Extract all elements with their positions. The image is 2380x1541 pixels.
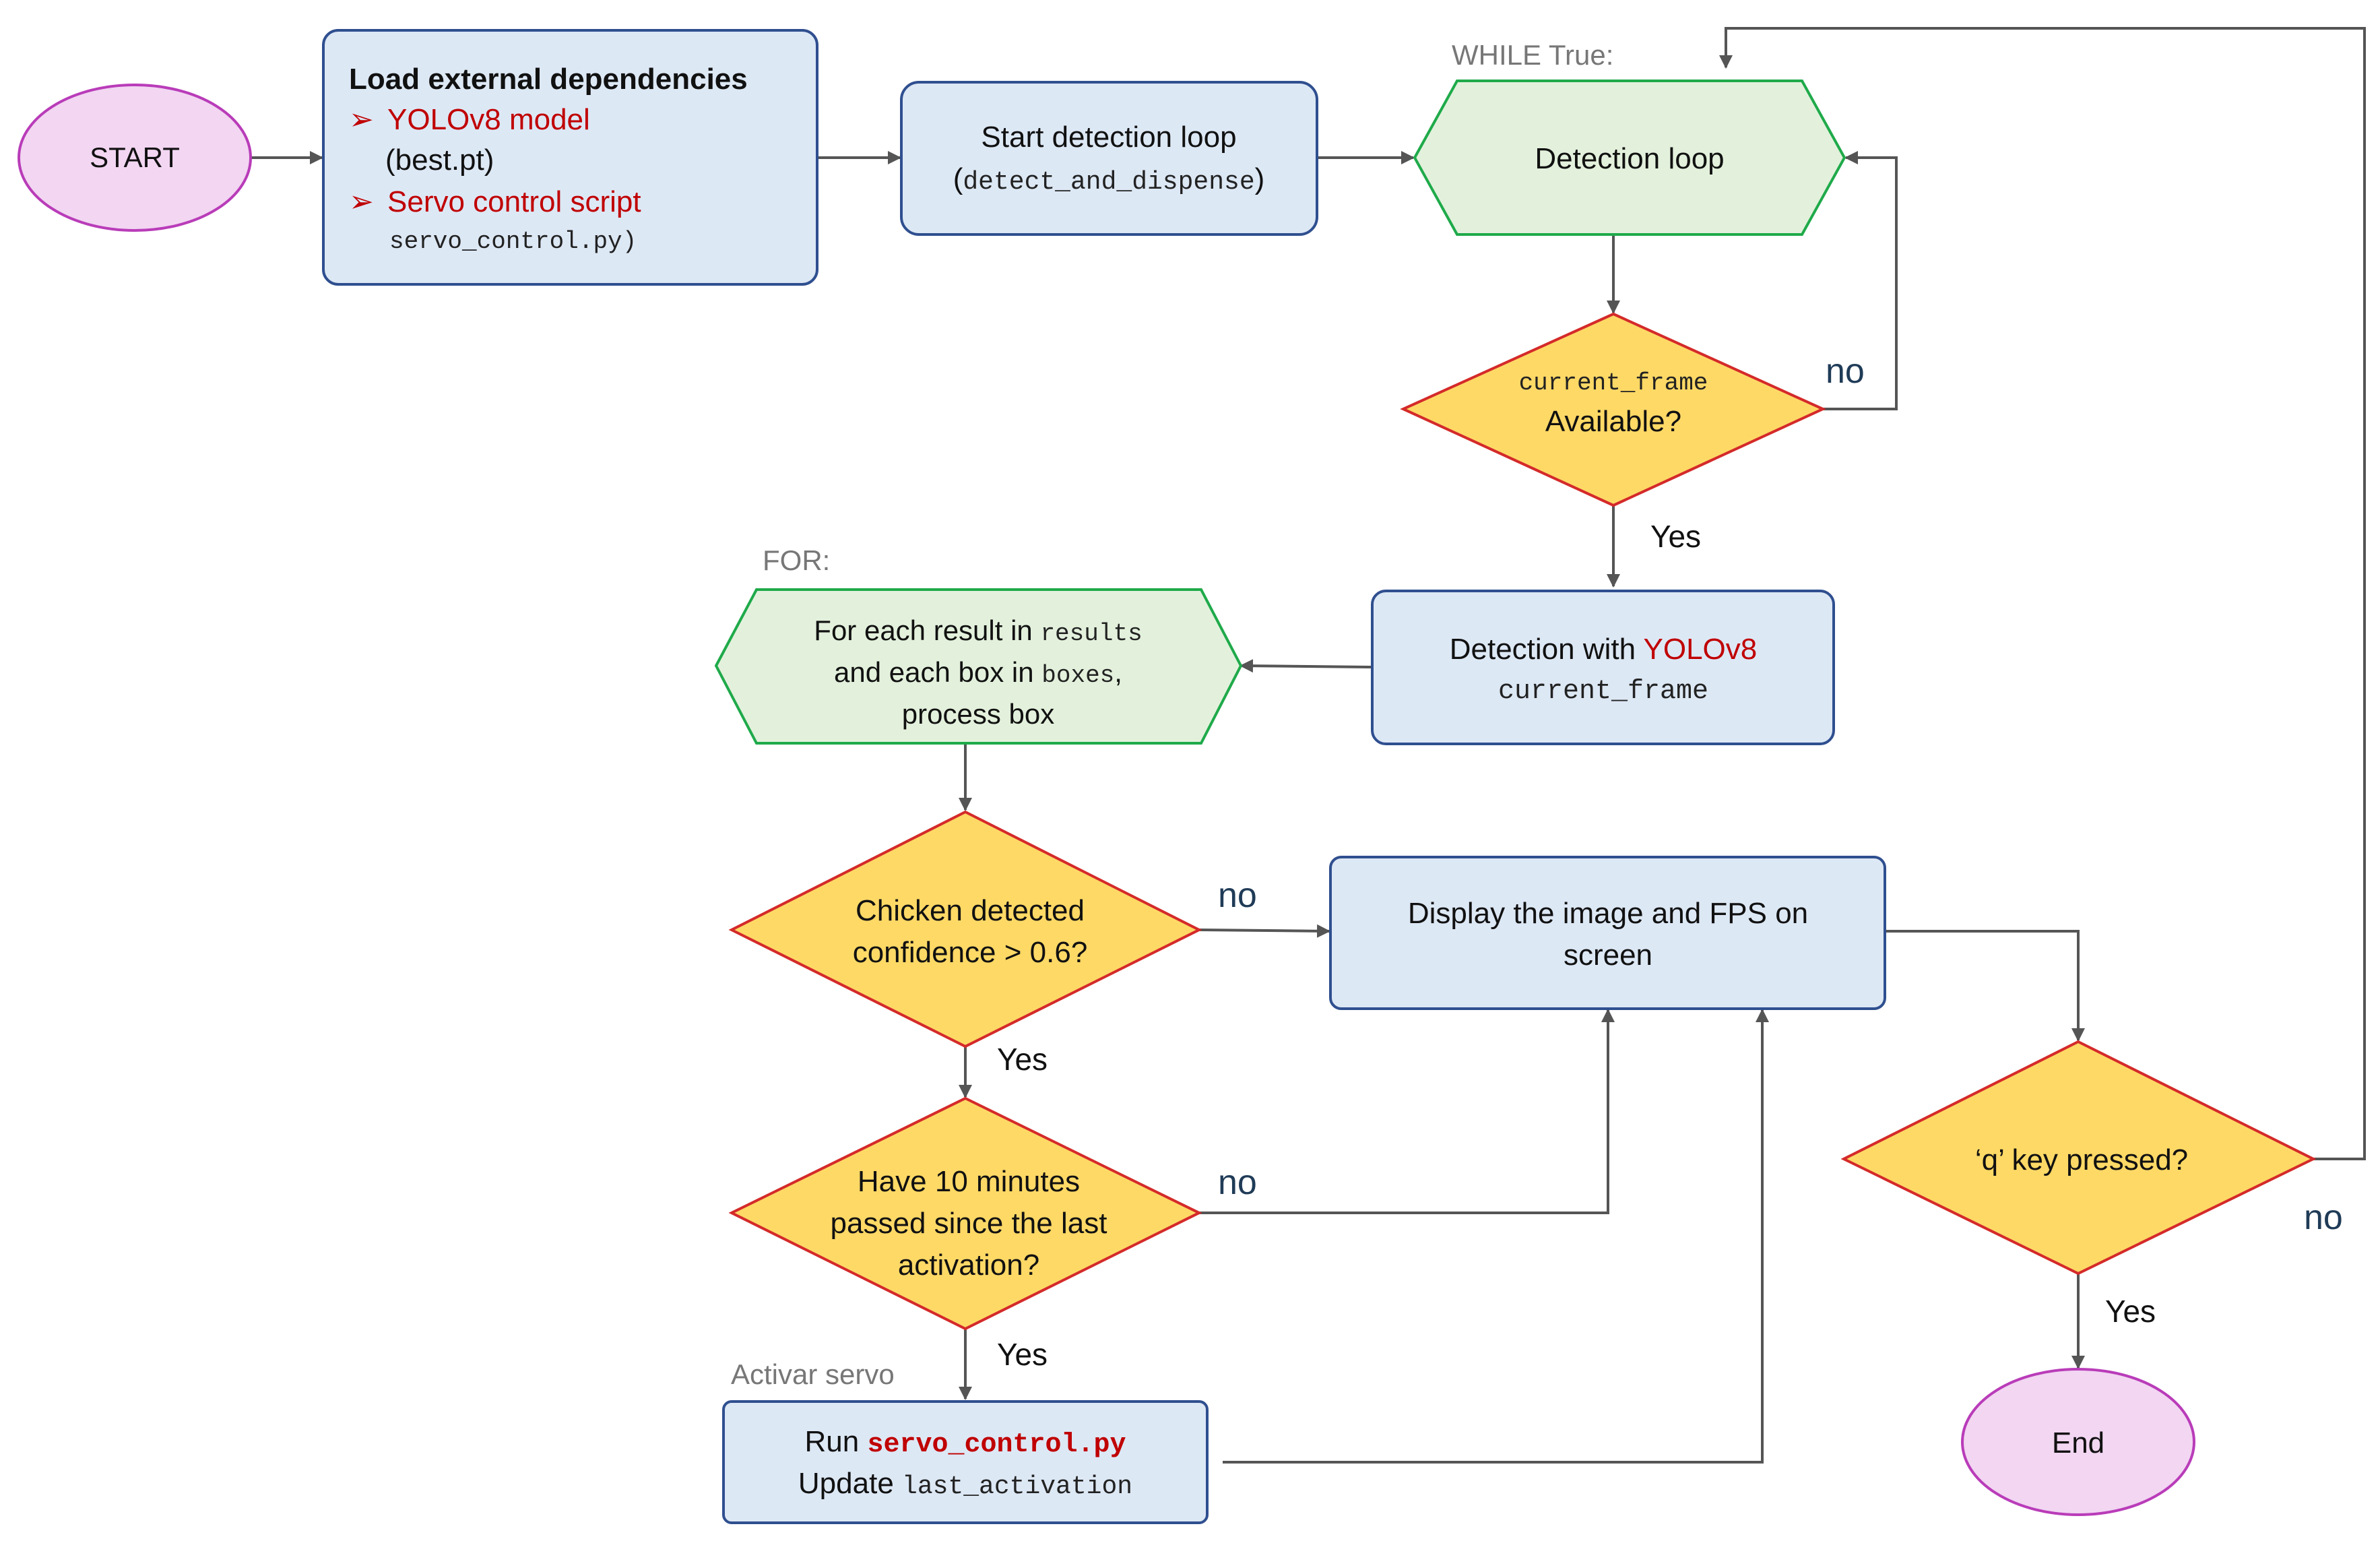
for-each-hexagon — [714, 588, 1243, 745]
detection-loop-hexagon — [1413, 80, 1846, 236]
start-detection-loop-title: Start detection loop — [981, 121, 1236, 154]
servo-script-bullet: Servo control script — [387, 185, 641, 218]
chicken-no-label: no — [1218, 876, 1257, 915]
frame-available-diamond — [1400, 312, 1826, 507]
start-label: START — [90, 141, 180, 173]
chicken-detected-line2: confidence > 0.6? — [853, 936, 1088, 969]
start-ellipse — [18, 84, 252, 232]
ten-minutes-line1: Have 10 minutes — [858, 1165, 1080, 1198]
start-detection-loop-function: (detect_and_dispense) — [953, 162, 1265, 197]
end-node: End — [1961, 1368, 2195, 1516]
chicken-yes-label: Yes — [997, 1042, 1048, 1077]
activar-servo-label: Activar servo — [731, 1358, 895, 1390]
arrow-bullet-icon: ➢ — [349, 185, 374, 218]
yolo-model-bullet: YOLOv8 model — [387, 103, 590, 136]
edge-detection-to-for-each — [1240, 659, 1372, 673]
load-dependencies-node: Load external dependencies ➢ YOLOv8 mode… — [322, 29, 818, 286]
ten-minutes-decision: Have 10 minutes passed since the last ac… — [728, 1096, 1202, 1331]
run-servo-node: Run servo_control.py Update last_activat… — [722, 1400, 1209, 1524]
edge-frame-check-no — [1823, 151, 1898, 410]
frame-no-label: no — [1826, 352, 1865, 391]
q-key-diamond — [1840, 1040, 2317, 1276]
chicken-detected-decision: Chicken detected confidence > 0.6? — [728, 810, 1202, 1048]
ten-minutes-line3: activation? — [898, 1249, 1039, 1282]
ten-minutes-no-label: no — [1218, 1163, 1257, 1202]
start-detection-loop-node: Start detection loop (detect_and_dispens… — [900, 81, 1318, 236]
detection-loop-label: Detection loop — [1535, 142, 1724, 175]
detection-loop-node: Detection loop — [1413, 80, 1846, 236]
ten-minutes-line2: passed since the last — [831, 1207, 1107, 1240]
display-line1: Display the image and FPS on — [1408, 897, 1808, 930]
start-node: START — [18, 84, 252, 232]
arrow-bullet-icon: ➢ — [349, 103, 374, 136]
ten-minutes-yes-label: Yes — [997, 1337, 1048, 1372]
detection-frame-code: current_frame — [1498, 677, 1708, 707]
end-label: End — [2052, 1426, 2104, 1459]
frame-yes-label: Yes — [1650, 519, 1701, 554]
servo-script-filename: servo_control.py) — [389, 228, 637, 255]
q-key-question: ‘q’ key pressed? — [1975, 1143, 2188, 1176]
for-each-node: For each result in results and each box … — [714, 588, 1243, 745]
edge-ten-minutes-no — [1199, 1009, 1615, 1214]
end-ellipse — [1961, 1368, 2195, 1516]
for-each-line1: For each result in results — [814, 615, 1142, 648]
display-line2: screen — [1564, 939, 1652, 972]
ten-minutes-diamond — [728, 1096, 1202, 1331]
for-each-line2: and each box in boxes, — [834, 656, 1122, 689]
for-label: FOR: — [763, 544, 830, 576]
edge-run-servo-to-display — [1223, 1009, 1769, 1464]
q-key-no-label: no — [2304, 1198, 2343, 1237]
update-activation-line: Update last_activation — [798, 1467, 1132, 1501]
detection-title: Detection with YOLOv8 — [1450, 633, 1758, 666]
edge-display-to-q-key — [1885, 930, 2085, 1042]
chicken-detected-diamond — [728, 810, 1202, 1048]
start-detection-loop-box — [900, 81, 1318, 236]
load-dependencies-title: Load external dependencies — [349, 63, 748, 96]
run-servo-line: Run servo_control.py — [804, 1425, 1126, 1460]
frame-available-question: Available? — [1545, 405, 1681, 438]
chicken-detected-line1: Chicken detected — [856, 894, 1085, 927]
while-true-label: WHILE True: — [1452, 39, 1613, 71]
run-servo-box — [722, 1400, 1209, 1524]
detection-box — [1371, 590, 1835, 745]
q-key-yes-label: Yes — [2105, 1294, 2156, 1329]
load-dependencies-box — [322, 29, 818, 286]
display-node: Display the image and FPS on screen — [1329, 856, 1886, 1010]
detection-node: Detection with YOLOv8 current_frame — [1371, 590, 1835, 745]
q-key-decision: ‘q’ key pressed? — [1840, 1040, 2317, 1276]
edges — [251, 27, 2366, 1464]
best-pt-line: (best.pt) — [385, 144, 494, 177]
frame-available-code: current_frame — [1519, 369, 1708, 397]
edge-chicken-no — [1198, 924, 1330, 938]
display-box — [1329, 856, 1886, 1010]
for-each-line3: process box — [902, 698, 1054, 730]
edge-q-key-no — [1719, 27, 2366, 1160]
frame-available-decision: current_frame Available? — [1400, 312, 1826, 507]
